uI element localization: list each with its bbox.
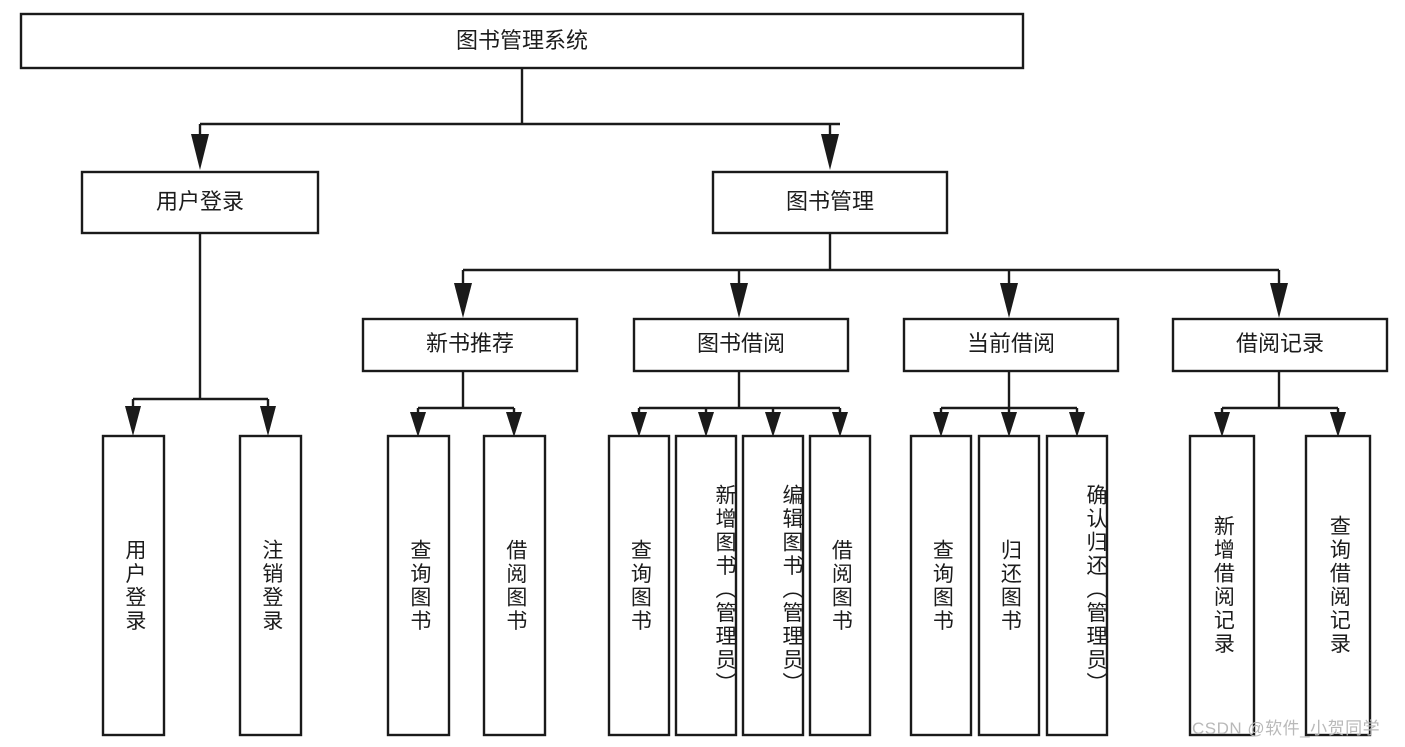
arrow-head-current-borrow xyxy=(1000,283,1018,318)
node-root-box[interactable] xyxy=(19,12,1025,70)
leaf-box-bookborrow-borrow[interactable] xyxy=(808,434,872,737)
connector-group-borrowrecord-to-leaves xyxy=(1214,372,1346,437)
arrow-head-new-book-recommend xyxy=(454,283,472,318)
node-root-book-management-system[interactable]: 图书管理系统 xyxy=(19,12,1025,70)
leaf-box-user-login[interactable] xyxy=(101,434,166,737)
connector-group-root-to-level2 xyxy=(191,69,840,170)
node-user-login-label: 用户登录 xyxy=(156,189,244,214)
leaf-box-currentborrow-confirm[interactable] xyxy=(1045,434,1109,737)
leaf-box-newbook-query[interactable] xyxy=(386,434,451,737)
arrow-head-book-borrow xyxy=(730,283,748,318)
leaf-box-currentborrow-query[interactable] xyxy=(909,434,973,737)
arrow-head-currentborrow-leaf-1 xyxy=(933,412,949,437)
node-new-book-recommend[interactable]: 新书推荐 xyxy=(361,317,579,373)
node-borrow-record[interactable]: 借阅记录 xyxy=(1171,317,1389,373)
arrow-head-currentborrow-leaf-3 xyxy=(1069,412,1085,437)
arrow-head-bookborrow-leaf-1 xyxy=(631,412,647,437)
arrow-head-leaf-user-login xyxy=(125,406,141,436)
arrow-head-user-login xyxy=(191,134,209,170)
leaf-box-bookborrow-add[interactable] xyxy=(674,434,738,737)
arrow-head-bookborrow-leaf-4 xyxy=(832,412,848,437)
arrow-head-bookborrow-leaf-3 xyxy=(765,412,781,437)
connector-group-bookborrow-to-leaves xyxy=(631,372,848,437)
leaf-box-bookborrow-edit[interactable] xyxy=(741,434,805,737)
node-user-login[interactable]: 用户登录 xyxy=(80,170,320,235)
connector-group-currentborrow-to-leaves xyxy=(933,372,1085,437)
leaf-box-currentborrow-return[interactable] xyxy=(977,434,1041,737)
arrow-head-currentborrow-leaf-2 xyxy=(1001,412,1017,437)
node-borrow-record-box[interactable] xyxy=(1171,317,1389,373)
node-book-management-label: 图书管理 xyxy=(786,189,874,214)
node-user-login-box[interactable] xyxy=(80,170,320,235)
arrow-head-borrowrecord-leaf-1 xyxy=(1214,412,1230,437)
node-book-borrow-label: 图书借阅 xyxy=(697,331,785,356)
leaf-box-logout[interactable] xyxy=(238,434,303,737)
connector-group-bookmanage-to-level3 xyxy=(454,234,1288,318)
node-book-management[interactable]: 图书管理 xyxy=(711,170,949,235)
leaf-box-newbook-borrow[interactable] xyxy=(482,434,547,737)
arrow-head-book-manage xyxy=(821,134,839,170)
arrow-head-bookborrow-leaf-2 xyxy=(698,412,714,437)
node-book-borrow[interactable]: 图书借阅 xyxy=(632,317,850,373)
node-root-label: 图书管理系统 xyxy=(456,28,588,53)
leaf-box-borrowrecord-add[interactable] xyxy=(1188,434,1256,737)
arrow-head-leaf-logout xyxy=(260,406,276,436)
node-book-management-box[interactable] xyxy=(711,170,949,235)
node-new-book-recommend-box[interactable] xyxy=(361,317,579,373)
arrow-head-borrowrecord-leaf-2 xyxy=(1330,412,1346,437)
node-current-borrow[interactable]: 当前借阅 xyxy=(902,317,1120,373)
node-current-borrow-box[interactable] xyxy=(902,317,1120,373)
leaf-box-borrowrecord-query[interactable] xyxy=(1304,434,1372,737)
node-current-borrow-label: 当前借阅 xyxy=(967,331,1055,356)
arrow-head-newbook-leaf-1 xyxy=(410,412,426,437)
csdn-watermark: CSDN @软件_小贺同学 xyxy=(1192,719,1381,738)
connector-group-newbook-to-leaves xyxy=(410,372,522,437)
arrow-head-borrow-record xyxy=(1270,283,1288,318)
node-borrow-record-label: 借阅记录 xyxy=(1236,331,1324,356)
leaf-box-bookborrow-query[interactable] xyxy=(607,434,671,737)
node-book-borrow-box[interactable] xyxy=(632,317,850,373)
arrow-head-newbook-leaf-2 xyxy=(506,412,522,437)
connector-group-userlogin-to-leaves xyxy=(125,234,276,436)
node-new-book-recommend-label: 新书推荐 xyxy=(426,331,514,356)
